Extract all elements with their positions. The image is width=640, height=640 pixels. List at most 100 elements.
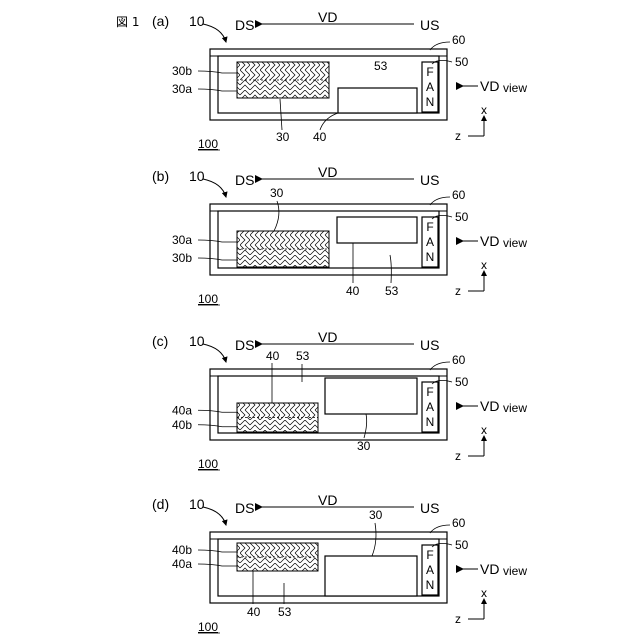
plain-element — [338, 88, 417, 113]
hatched-top-label: 30b — [172, 64, 192, 78]
hatched-upper-half — [237, 231, 329, 249]
ref-10-leader — [203, 507, 226, 525]
ref-100-label: 100 — [198, 137, 218, 151]
ref-10-label: 10 — [189, 168, 205, 184]
fan-letter: N — [426, 95, 435, 109]
axis-z-label: z — [455, 449, 461, 463]
us-label: US — [420, 500, 439, 516]
axis-z-label: z — [455, 129, 461, 143]
panel-label: (c) — [152, 333, 168, 349]
fan-letter: F — [426, 65, 433, 79]
vdview-subscript: view — [503, 401, 527, 415]
ds-label: DS — [235, 17, 254, 33]
plain-element — [325, 556, 417, 596]
vd-label: VD — [318, 9, 337, 25]
ref-60-label: 60 — [452, 33, 466, 47]
ref-50-label: 50 — [455, 210, 469, 224]
panel-label: (d) — [152, 496, 169, 512]
ref-53-label: 53 — [296, 349, 310, 363]
fan-letter: A — [426, 235, 434, 249]
vdview-label: VD — [480, 561, 499, 577]
box-ref-label: 30 — [369, 508, 383, 522]
ds-label: DS — [235, 500, 254, 516]
hatched-top-label: 40b — [172, 543, 192, 557]
ref-10-leader — [203, 24, 226, 42]
box-ref-label: 40 — [346, 284, 360, 298]
hatched-lower-half — [237, 557, 318, 571]
ref-10-label: 10 — [189, 13, 205, 29]
ds-label: DS — [235, 172, 254, 188]
ref-60-label: 60 — [452, 353, 466, 367]
ref-100-label: 100 — [198, 292, 218, 306]
hatched-top-label: 40a — [172, 403, 192, 417]
ref-10-label: 10 — [189, 333, 205, 349]
hatched-ref-label: 40 — [247, 605, 261, 619]
plain-element — [325, 378, 417, 414]
ref-100-label: 100 — [198, 620, 218, 634]
hatched-ref-label: 30 — [276, 130, 290, 144]
fan-letter: A — [426, 563, 434, 577]
fan-letter: A — [426, 80, 434, 94]
vdview-label: VD — [480, 233, 499, 249]
ref-60-label: 60 — [452, 516, 466, 530]
ref-50-label: 50 — [455, 538, 469, 552]
vd-label: VD — [318, 329, 337, 345]
panel-c: (c)10DSVDUSFAN6050VDviewxz10040a40b40533… — [152, 329, 527, 471]
panel-label: (b) — [152, 168, 169, 184]
ref-60-label: 60 — [452, 188, 466, 202]
vd-label: VD — [318, 492, 337, 508]
fan-letter: N — [426, 250, 435, 264]
axis-x-label: x — [481, 423, 487, 437]
us-label: US — [420, 172, 439, 188]
panel-a: (a)10DSVDUSFAN6050VDviewxz10030b30a30405… — [152, 9, 527, 151]
panel-label: (a) — [152, 13, 169, 29]
figure-label: 図 1 — [116, 15, 139, 29]
ref-53-label: 53 — [385, 284, 399, 298]
box-ref-label: 30 — [357, 439, 371, 453]
fan-letter: F — [426, 220, 433, 234]
us-label: US — [420, 17, 439, 33]
axis-z-label: z — [455, 612, 461, 626]
axis-x-label: x — [481, 258, 487, 272]
hatched-lower-half — [237, 418, 318, 433]
fan-letter: F — [426, 385, 433, 399]
hatched-upper-half — [237, 543, 318, 557]
hatched-upper-half — [237, 403, 318, 418]
box-ref-label: 40 — [313, 130, 327, 144]
hatched-lower-half — [237, 80, 329, 98]
panel-b: (b)10DSVDUSFAN6050VDviewxz10030a30b30405… — [152, 164, 527, 306]
vdview-subscript: view — [503, 81, 527, 95]
vdview-subscript: view — [503, 564, 527, 578]
fan-letter: N — [426, 415, 435, 429]
ref-53-label: 53 — [374, 59, 388, 73]
hatched-bottom-label: 40b — [172, 418, 192, 432]
vdview-label: VD — [480, 398, 499, 414]
fan-letter: A — [426, 400, 434, 414]
vd-label: VD — [318, 164, 337, 180]
ds-label: DS — [235, 337, 254, 353]
axis-x-label: x — [481, 103, 487, 117]
axis-z-label: z — [455, 284, 461, 298]
axis-x-label: x — [481, 586, 487, 600]
hatched-ref-label: 40 — [266, 349, 280, 363]
ref-10-label: 10 — [189, 496, 205, 512]
ref-50-label: 50 — [455, 375, 469, 389]
hatched-lower-half — [237, 249, 329, 267]
hatched-top-label: 30a — [172, 233, 192, 247]
fan-letter: F — [426, 548, 433, 562]
hatched-ref-label: 30 — [270, 186, 284, 200]
vdview-label: VD — [480, 78, 499, 94]
ref-10-leader — [203, 179, 226, 197]
ref-53-label: 53 — [278, 605, 292, 619]
ref-50-label: 50 — [455, 55, 469, 69]
fan-letter: N — [426, 578, 435, 592]
plain-element — [337, 217, 417, 243]
hatched-upper-half — [237, 62, 329, 80]
us-label: US — [420, 337, 439, 353]
hatched-bottom-label: 40a — [172, 557, 192, 571]
vdview-subscript: view — [503, 236, 527, 250]
hatched-bottom-label: 30a — [172, 82, 192, 96]
panel-d: (d)10DSVDUSFAN6050VDviewxz10040b40a30405… — [152, 492, 527, 634]
ref-10-leader — [203, 344, 226, 362]
